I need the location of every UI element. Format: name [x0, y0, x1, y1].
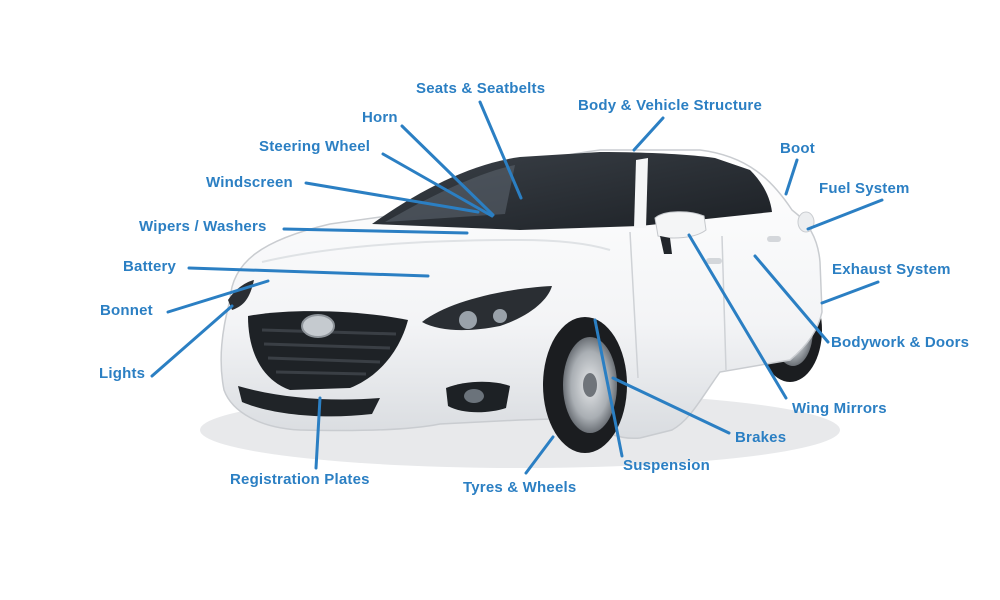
pointer-seats	[478, 100, 523, 200]
label-lights[interactable]: Lights	[99, 365, 146, 382]
pointer-lines	[150, 100, 884, 475]
pointer-boot	[784, 158, 799, 196]
pointer-bodywork	[753, 254, 830, 344]
label-fuel-system[interactable]: Fuel System	[819, 180, 910, 197]
pointer-tyres	[524, 435, 555, 475]
pointer-wipers	[282, 227, 469, 235]
car-body	[220, 149, 823, 440]
label-wing-mirrors[interactable]: Wing Mirrors	[792, 400, 887, 417]
pointer-body-structure	[632, 116, 665, 152]
pointer-windscreen	[304, 181, 480, 214]
label-battery[interactable]: Battery	[123, 258, 177, 275]
label-tyres-wheels[interactable]: Tyres & Wheels	[463, 479, 577, 496]
front-wheel	[543, 317, 627, 453]
pointer-brakes	[611, 376, 731, 435]
label-bodywork-doors[interactable]: Bodywork & Doors	[831, 334, 970, 351]
pointer-horn	[400, 124, 495, 217]
pointer-wing-mirrors	[687, 233, 788, 400]
pointer-battery	[187, 266, 430, 278]
pointer-bonnet	[166, 279, 270, 314]
label-steering-wheel[interactable]: Steering Wheel	[259, 138, 371, 155]
pointer-registration	[314, 396, 322, 470]
pointer-exhaust	[820, 280, 880, 305]
pointer-lights	[150, 304, 234, 378]
pointer-steering	[381, 152, 494, 218]
label-windscreen[interactable]: Windscreen	[206, 174, 293, 191]
label-wipers-washers[interactable]: Wipers / Washers	[139, 218, 267, 235]
label-body-vehicle-structure[interactable]: Body & Vehicle Structure	[578, 97, 763, 114]
label-seats-seatbelts[interactable]: Seats & Seatbelts	[416, 80, 546, 97]
pointer-suspension	[593, 318, 624, 458]
label-bonnet[interactable]: Bonnet	[100, 302, 153, 319]
label-exhaust-system[interactable]: Exhaust System	[832, 261, 951, 278]
pointer-fuel	[806, 198, 884, 231]
label-boot[interactable]: Boot	[780, 140, 815, 157]
label-suspension[interactable]: Suspension	[623, 457, 711, 474]
label-registration-plates[interactable]: Registration Plates	[230, 471, 370, 488]
label-horn[interactable]: Horn	[362, 109, 398, 126]
label-brakes[interactable]: Brakes	[735, 429, 787, 446]
